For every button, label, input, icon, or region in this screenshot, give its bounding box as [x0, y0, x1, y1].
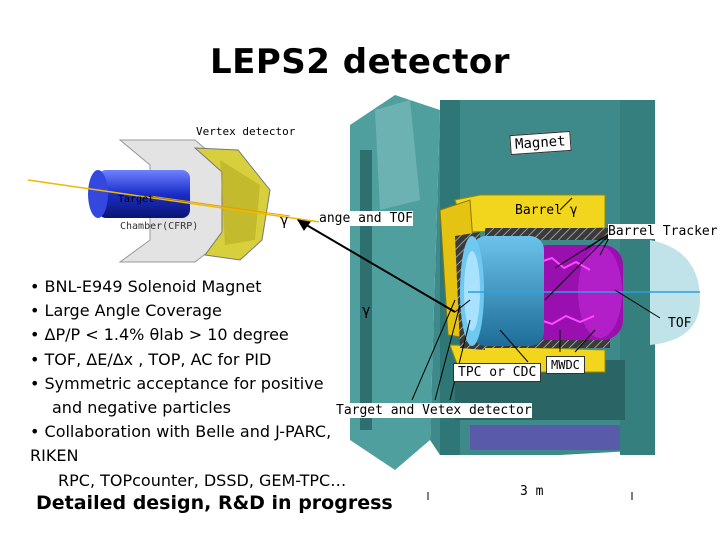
bullet-item: • BNL-E949 Solenoid Magnet	[30, 277, 262, 296]
scale-label: 3 m	[520, 484, 544, 499]
scale-bar	[427, 492, 633, 500]
range-tof-label: ange and TOF	[319, 211, 413, 226]
label-pointers	[297, 197, 661, 401]
bullet-item: • Symmetric acceptance for positive	[30, 373, 324, 393]
target-cylinder	[98, 170, 190, 218]
bullet-item: • Collaboration with Belle and J-PARC,	[30, 422, 332, 442]
bullet-item: • ΔP/P < 1.4% θlab > 10 degree	[30, 325, 289, 345]
bullet-item: • Large Angle Coverage	[30, 301, 222, 321]
gamma-arrow	[297, 219, 456, 313]
page-title: LEPS2 detector	[209, 42, 511, 82]
target-label: Target	[118, 194, 155, 205]
tpc-cdc-label: TPC or CDC	[453, 363, 542, 382]
gamma-label-small: γ	[280, 213, 289, 229]
tracker-and-tpc	[460, 236, 700, 346]
vertex-detector-inset	[27, 139, 321, 263]
bullet-item: • TOF, ΔE/Δx , TOP, AC for PID	[30, 349, 272, 369]
magnet-label: Magnet	[509, 130, 572, 156]
footer-note: Detailed design, R&D in progress	[36, 492, 393, 514]
tof-label: TOF	[668, 316, 692, 331]
target-vertex-label: Target and Vetex detector	[336, 403, 532, 418]
mwdc-label: MWDC	[546, 356, 585, 374]
bullet-continuation: RPC, TOPcounter, DSSD, GEM-TPC…	[58, 470, 347, 490]
feature-list: • BNL-E949 Solenoid Magnet • Large Angle…	[30, 275, 390, 493]
barrel-tracker-label: Barrel Tracker	[608, 224, 718, 239]
barrel-gamma-label: Barrel γ	[515, 203, 578, 218]
bullet-continuation: RIKEN	[30, 446, 79, 466]
beam-line	[27, 179, 321, 223]
vertex-detector-label: Vertex detector	[196, 125, 296, 138]
bullet-continuation: and negative particles	[52, 398, 231, 418]
gamma-label: γ	[362, 303, 371, 319]
chamber-label: Chamber(CFRP)	[120, 221, 199, 232]
